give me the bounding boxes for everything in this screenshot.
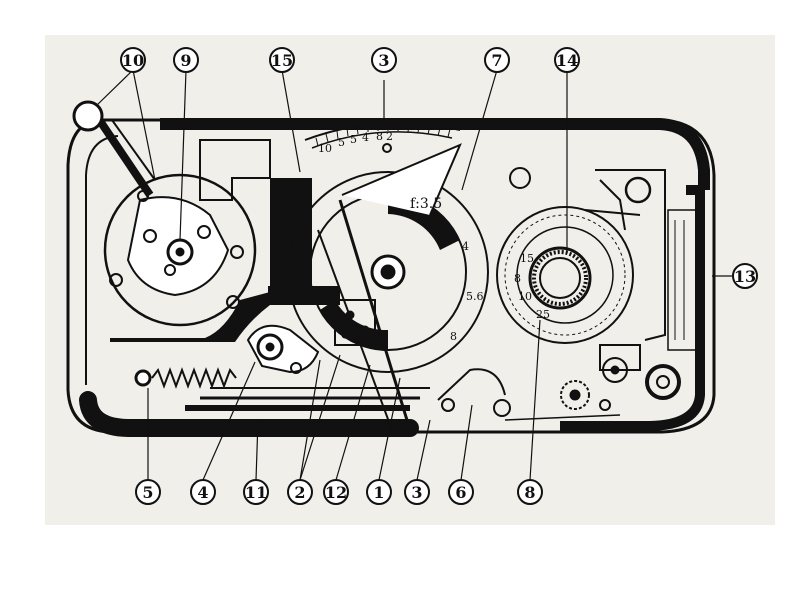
callout-5: 5 — [135, 479, 161, 505]
aperture-scale-labels: f:3.5 4 5.6 8 — [410, 196, 484, 343]
right-linkage — [504, 169, 697, 421]
callout-11-label: 11 — [245, 483, 267, 502]
gear-scale-labels: 15 8 10 25 — [514, 252, 550, 321]
callout-11: 11 — [243, 479, 269, 505]
top-scale-mark-4: 8 — [376, 130, 383, 143]
callout-2-label: 2 — [294, 483, 305, 502]
callout-6-label: 6 — [455, 483, 466, 502]
gear-mark-0: 15 — [520, 252, 534, 265]
gear-cluster — [323, 295, 376, 346]
black-plate — [110, 139, 340, 342]
gear-mark-1: 8 — [514, 272, 521, 285]
escapement-wheel — [92, 112, 257, 327]
callout-9: 9 — [173, 47, 199, 73]
callout-3-bottom: 3 — [404, 479, 430, 505]
gear-mark-2: 10 — [518, 290, 532, 303]
callout-4: 4 — [190, 479, 216, 505]
callout-13: 13 — [732, 263, 758, 289]
top-scale-mark-0: 10 — [318, 142, 332, 155]
callout-8-label: 8 — [524, 483, 535, 502]
callout-6: 6 — [448, 479, 474, 505]
callout-1: 1 — [366, 479, 392, 505]
callout-14-label: 14 — [556, 51, 578, 70]
coil-spring — [134, 367, 237, 389]
top-scale-mark-5: 2 — [386, 130, 393, 143]
top-scale-mark-1: 5 — [338, 136, 345, 149]
callout-7-label: 7 — [491, 51, 502, 70]
top-scale-mark-2: 5 — [350, 133, 357, 146]
aperture-dial — [287, 143, 511, 431]
leader-lines — [95, 69, 733, 481]
top-scale-labels: 10 5 5 4 8 2 — [318, 130, 393, 155]
callout-13-label: 13 — [734, 267, 756, 286]
aperture-mark-1: 5.6 — [466, 290, 484, 303]
pin-knob — [72, 100, 104, 132]
callout-14: 14 — [554, 47, 580, 73]
callout-1-label: 1 — [373, 483, 384, 502]
callout-9-label: 9 — [180, 51, 191, 70]
callout-15: 15 — [269, 47, 295, 73]
roller — [246, 324, 320, 374]
callout-2: 2 — [287, 479, 313, 505]
callout-4-label: 4 — [197, 483, 208, 502]
callout-15-label: 15 — [271, 51, 293, 70]
callout-10-label: 10 — [122, 51, 144, 70]
top-scale-arc — [304, 121, 461, 153]
callout-3-bottom-label: 3 — [411, 483, 422, 502]
aperture-f-label: f:3.5 — [410, 196, 442, 212]
top-scale-mark-3: 4 — [362, 131, 369, 144]
callout-10: 10 — [120, 47, 146, 73]
callout-3-top: 3 — [371, 47, 397, 73]
aperture-mark-0: 4 — [462, 240, 469, 253]
callout-8: 8 — [517, 479, 543, 505]
callout-7: 7 — [484, 47, 510, 73]
slide-bars — [185, 387, 430, 411]
gear-mark-3: 25 — [536, 308, 550, 321]
callout-5-label: 5 — [142, 483, 153, 502]
callout-12: 12 — [323, 479, 349, 505]
callout-12-label: 12 — [325, 483, 347, 502]
callout-3-top-label: 3 — [378, 51, 389, 70]
housing — [66, 118, 716, 437]
callouts: 10 9 15 3 7 14 13 5 — [120, 47, 758, 505]
speed-gear — [496, 167, 634, 344]
aperture-mark-2: 8 — [450, 330, 457, 343]
